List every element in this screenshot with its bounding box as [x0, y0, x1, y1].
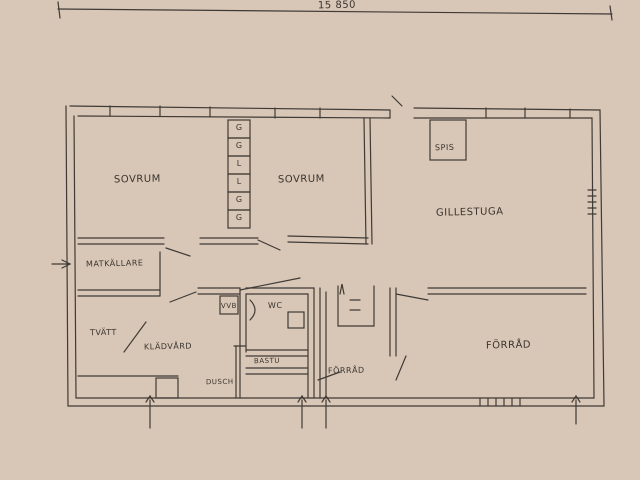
room-label-sovrum-left: SOVRUM [113, 173, 161, 186]
column-mark: G [235, 195, 243, 204]
bastu-dusch [77, 345, 309, 399]
column-mark: L [236, 177, 242, 186]
room-label-vvb: VVB [220, 301, 237, 311]
room-label-bastu: BASTU [253, 356, 281, 366]
room-label-tvatt: TVÄTT [89, 327, 117, 338]
room-label-matkallare: MATKÄLLARE [85, 258, 144, 269]
dimension-line [57, 1, 613, 21]
room-label-forrad-small: FÖRRÅD [327, 365, 365, 376]
room-label-gillestuga: GILLESTUGA [435, 206, 504, 219]
tvatt-slash [123, 321, 147, 353]
column-mark: L [236, 159, 242, 168]
dimension-label: 15 850 [317, 0, 357, 12]
room-label-forrad-large: FÖRRÅD [485, 339, 532, 352]
right-wall-hatch [587, 189, 597, 215]
inner-walls [169, 277, 327, 399]
bottom-marks [145, 394, 581, 429]
spis-box [429, 119, 467, 161]
window-marks [109, 95, 571, 119]
stair [337, 283, 375, 327]
room-label-dusch: DUSCH [205, 377, 234, 387]
room-label-spis: SPIS [434, 142, 455, 153]
column-mark: G [235, 213, 243, 222]
forrad-walls [317, 287, 587, 381]
column-mark: G [235, 123, 243, 132]
column-mark: G [235, 141, 243, 150]
bedroom-wall [77, 117, 373, 251]
wc-fixtures [219, 295, 305, 329]
room-label-kladvard: KLÄDVÅRD [143, 341, 193, 352]
outer-wall [65, 105, 605, 407]
matkallare-walls [51, 247, 191, 297]
room-label-wc: WC [267, 300, 283, 311]
column-boxes [227, 119, 251, 229]
room-label-sovrum-right: SOVRUM [277, 173, 325, 186]
